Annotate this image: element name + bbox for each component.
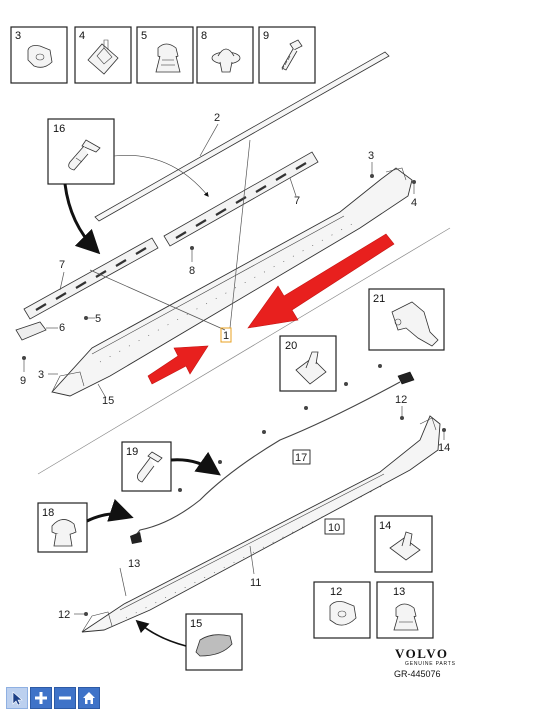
callout-number[interactable]: 17 — [295, 452, 307, 464]
part-box-number: 5 — [141, 30, 147, 42]
part-box-number: 9 — [263, 30, 269, 42]
part-box-16[interactable]: 16 — [47, 118, 115, 185]
clip-16-icon — [68, 139, 101, 171]
moulding-strip-2: 2 — [94, 51, 390, 222]
part-box-8[interactable]: 8 — [196, 26, 254, 84]
callout-10-box — [324, 518, 345, 535]
clip-3-icon — [27, 45, 53, 68]
clip-13-icon — [393, 603, 419, 631]
clip-19-icon — [137, 451, 163, 483]
callout-number[interactable]: 6 — [59, 322, 65, 334]
home-icon — [83, 692, 95, 704]
part-box-13[interactable]: 13 — [376, 581, 434, 639]
callout-number[interactable]: 2 — [214, 112, 220, 124]
home-button[interactable] — [78, 687, 100, 709]
brand-text: VOLVO — [395, 646, 448, 661]
callout-number[interactable]: 11 — [250, 577, 261, 589]
part-box-number: 12 — [330, 586, 342, 598]
side-sill-lower — [81, 415, 441, 633]
part-box-14[interactable]: 14 — [374, 515, 433, 573]
pointer-arrow-16a — [113, 155, 209, 197]
cursor-icon — [12, 691, 23, 706]
callout-number[interactable]: 1 — [223, 330, 229, 342]
cable-harness-17 — [130, 381, 401, 544]
part-box-number: 8 — [201, 30, 207, 42]
callout-number[interactable]: 3 — [368, 150, 374, 162]
part-box-number: 18 — [42, 507, 54, 519]
screw-9-icon — [281, 39, 303, 71]
zoom-in-icon — [35, 692, 47, 704]
part-box-12[interactable]: 12 — [313, 581, 371, 639]
bracket-6 — [15, 321, 47, 341]
callout-number[interactable]: 7 — [294, 195, 300, 207]
side-sill-upper — [51, 167, 413, 397]
select-tool-button[interactable] — [6, 687, 28, 709]
clip-14-icon — [389, 531, 421, 561]
callout-number[interactable]: 13 — [128, 558, 140, 570]
document-reference: GR-445076 — [394, 669, 441, 679]
part-box-number: 20 — [285, 340, 297, 352]
callout-number[interactable]: 9 — [20, 375, 26, 387]
part-box-20[interactable]: 20 — [279, 335, 337, 392]
part-box-number: 3 — [15, 30, 21, 42]
callout-1-box — [220, 327, 232, 343]
part-box-19[interactable]: 19 — [121, 441, 172, 492]
part-box-number: 19 — [126, 446, 138, 458]
pointer-arrow-18 — [86, 498, 134, 523]
clip-strip-7-lower: 7 — [23, 237, 159, 320]
clip-8-icon — [211, 48, 241, 73]
red-arrow-large — [247, 233, 395, 329]
part-box-number: 13 — [393, 586, 405, 598]
part-box-18[interactable]: 18 — [37, 502, 88, 553]
parts-diagram: 3 4 5 8 9 — [10, 26, 456, 679]
part-box-3[interactable]: 3 — [10, 26, 68, 84]
part-box-number: 4 — [79, 30, 85, 42]
part-box-9[interactable]: 9 — [258, 26, 316, 84]
brand-text: GENUINE PARTS — [405, 661, 456, 667]
pad-15-icon — [195, 634, 233, 657]
clip-4-icon — [87, 39, 119, 75]
zoom-out-icon — [59, 696, 71, 700]
callout-number[interactable]: 12 — [395, 394, 407, 406]
callout-number[interactable]: 5 — [95, 313, 101, 325]
part-box-number: 14 — [379, 520, 391, 532]
part-box-5[interactable]: 5 — [136, 26, 194, 84]
section-divider — [37, 227, 451, 475]
callout-number[interactable]: 15 — [102, 395, 114, 407]
part-box-number: 16 — [53, 123, 65, 135]
bracket-21-icon — [391, 301, 439, 347]
callout-number[interactable]: 4 — [411, 197, 417, 209]
callout-number[interactable]: 12 — [58, 609, 70, 621]
callout-number[interactable]: 7 — [59, 259, 65, 271]
clip-20-icon — [295, 351, 327, 385]
callout-number[interactable]: 3 — [38, 369, 44, 381]
connector-21 — [397, 371, 415, 385]
part-box-15[interactable]: 15 — [185, 613, 243, 671]
part-box-21[interactable]: 21 — [368, 288, 445, 351]
viewer-toolbar — [6, 686, 100, 710]
callout-number[interactable]: 10 — [328, 522, 340, 534]
clip-strip-7-upper: 7 — [163, 151, 319, 247]
zoom-in-button[interactable] — [30, 687, 52, 709]
clip-12-icon — [329, 601, 357, 626]
zoom-out-button[interactable] — [54, 687, 76, 709]
volvo-logo: VOLVO GENUINE PARTS — [395, 646, 456, 667]
part-box-number: 21 — [373, 293, 385, 305]
part-box-4[interactable]: 4 — [74, 26, 132, 84]
pointer-arrow-15 — [135, 619, 187, 647]
pointer-arrow-19 — [170, 451, 221, 476]
clip-18-icon — [51, 519, 77, 547]
part-box-number: 15 — [190, 618, 202, 630]
red-arrow-small — [147, 345, 209, 385]
pointer-arrow-16b — [63, 183, 101, 255]
callout-number[interactable]: 14 — [438, 442, 450, 454]
clip-5-icon — [155, 43, 181, 73]
callout-17-box — [292, 449, 311, 465]
callout-number[interactable]: 8 — [189, 265, 195, 277]
